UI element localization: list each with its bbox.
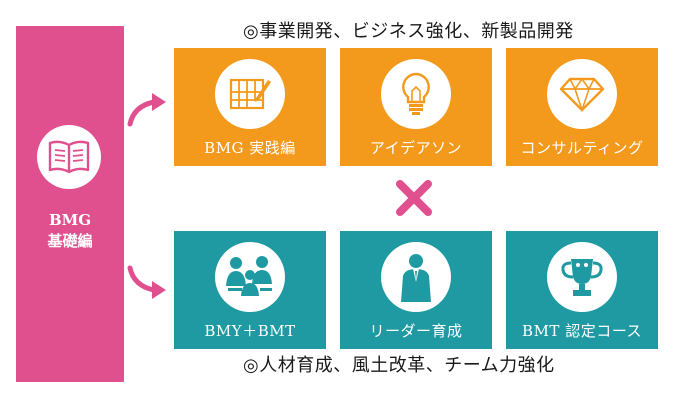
tile-bmt-certified: BMT 認定コース <box>506 231 658 349</box>
tile-label: リーダー育成 <box>369 322 463 340</box>
leader-icon <box>401 254 431 302</box>
base-course-label: BMG 基礎編 <box>16 210 124 252</box>
cross-mark-icon <box>396 180 432 216</box>
base-course-label-line2: 基礎編 <box>47 232 93 250</box>
top-heading: ◎事業開発、ビジネス強化、新製品開発 <box>243 21 574 42</box>
tile-icon-circle <box>381 242 451 312</box>
base-course-panel <box>16 26 124 382</box>
lightbulb-icon <box>402 72 430 115</box>
trophy-icon <box>561 259 603 296</box>
tile-icon-circle <box>215 242 285 312</box>
tile-icon-circle <box>381 59 451 129</box>
diamond-icon <box>559 77 605 112</box>
base-course-label-line1: BMG <box>48 211 92 229</box>
curved-arrow-up-icon <box>127 93 166 127</box>
book-icon <box>48 140 90 174</box>
tile-icon-circle <box>547 242 617 312</box>
tile-label: BMY＋BMT <box>204 322 296 340</box>
team-meeting-icon <box>226 256 272 296</box>
tile-label: BMT 認定コース <box>522 322 642 340</box>
tile-label: アイデアソン <box>369 139 463 157</box>
bottom-heading: ◎人材育成、風土改革、チーム力強化 <box>243 355 555 376</box>
tile-icon-circle <box>547 59 617 129</box>
tile-bmy-bmt: BMY＋BMT <box>174 231 326 349</box>
tile-label: コンサルティング <box>520 139 644 157</box>
tile-icon-circle <box>215 59 285 129</box>
tile-ideathon: アイデアソン <box>340 48 492 166</box>
tile-consulting: コンサルティング <box>506 48 658 166</box>
tile-label: BMG 実践編 <box>204 139 296 157</box>
tile-bmg-practice: BMG 実践編 <box>174 48 326 166</box>
tile-leader-development: リーダー育成 <box>340 231 492 349</box>
canvas-pencil-icon <box>229 78 271 110</box>
book-icon-circle <box>37 125 101 189</box>
curved-arrow-down-icon <box>127 265 166 299</box>
